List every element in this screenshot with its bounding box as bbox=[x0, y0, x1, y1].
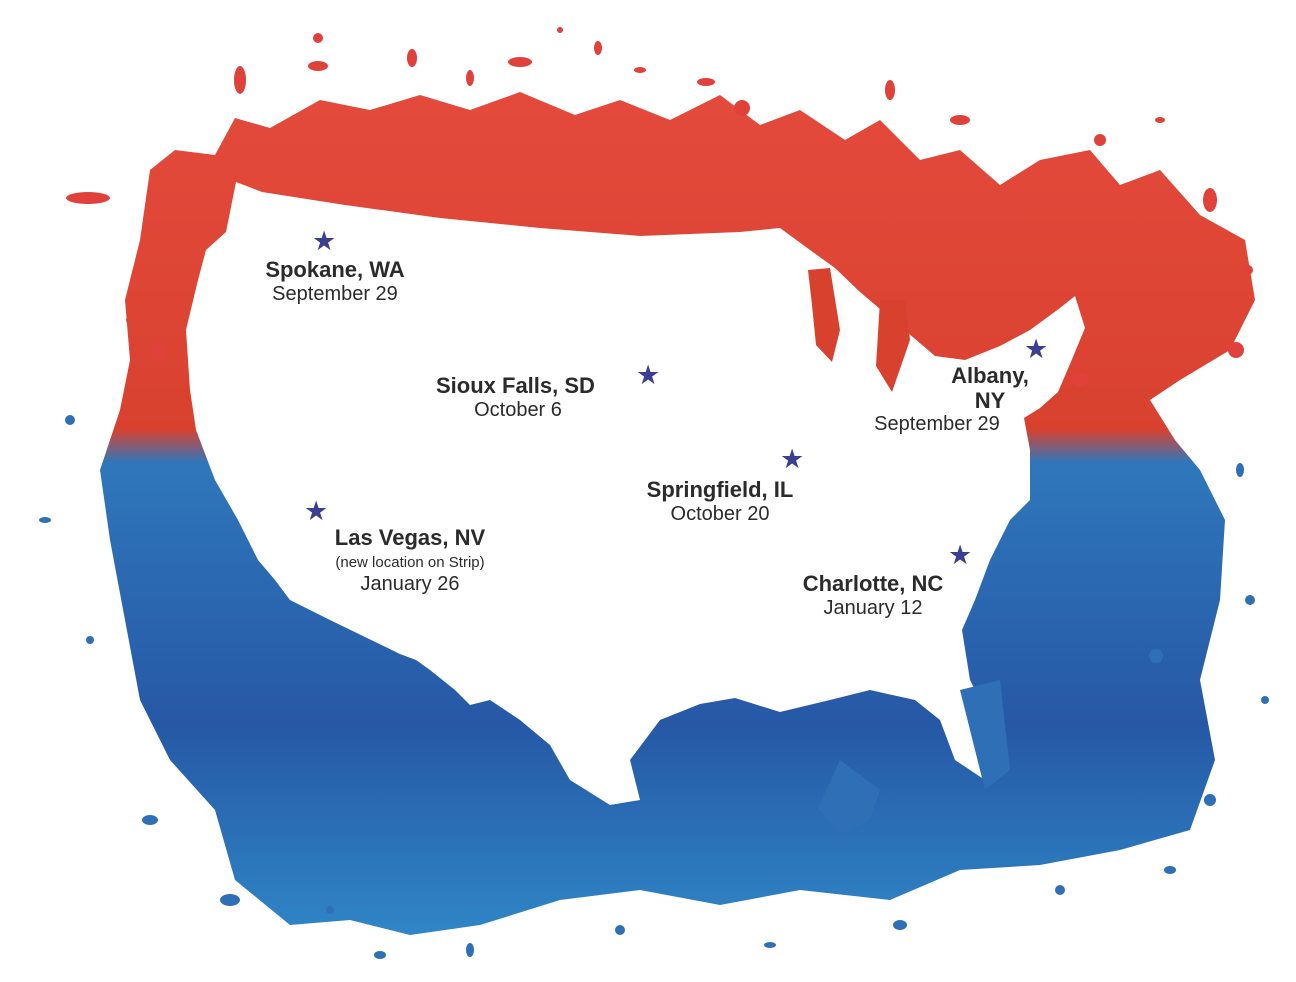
great-lakes-splash bbox=[808, 268, 910, 392]
red-splatter bbox=[66, 27, 1253, 387]
blue-splatter bbox=[39, 415, 1269, 959]
location-spokane-wa[interactable]: ★ Spokane, WA September 29 bbox=[246, 226, 424, 305]
us-silhouette bbox=[186, 182, 1085, 805]
city-label: Sioux Falls, SD bbox=[436, 373, 595, 398]
star-icon: ★ bbox=[780, 444, 805, 474]
date-label: January 26 bbox=[360, 573, 460, 596]
city-label: Springfield, IL bbox=[646, 477, 794, 502]
star-icon: ★ bbox=[312, 226, 337, 256]
star-icon: ★ bbox=[948, 540, 973, 570]
gulf-splash bbox=[818, 680, 1010, 835]
date-label: September 29 bbox=[272, 282, 398, 305]
location-las-vegas-nv[interactable]: ★ Las Vegas, NV (new location on Strip) … bbox=[300, 498, 520, 596]
city-label: Spokane, WA bbox=[265, 257, 405, 282]
location-albany-ny[interactable]: ★ Albany, NY September 29 bbox=[852, 336, 1052, 436]
city-label: Charlotte, NC bbox=[802, 571, 944, 596]
city-label: Albany, NY bbox=[951, 363, 1029, 413]
date-label: September 29 bbox=[874, 413, 1000, 436]
city-label: Las Vegas, NV bbox=[334, 525, 486, 550]
location-charlotte-nc[interactable]: ★ Charlotte, NC January 12 bbox=[778, 542, 973, 619]
date-label: January 12 bbox=[823, 596, 923, 619]
location-sioux-falls-sd[interactable]: ★ Sioux Falls, SD October 6 bbox=[430, 362, 666, 421]
location-springfield-il[interactable]: ★ Springfield, IL October 20 bbox=[622, 446, 818, 525]
star-icon: ★ bbox=[1024, 334, 1049, 364]
star-icon: ★ bbox=[636, 360, 661, 390]
date-label: October 6 bbox=[474, 398, 562, 421]
date-label: October 20 bbox=[670, 502, 770, 525]
note-label: (new location on Strip) bbox=[335, 553, 485, 571]
star-icon: ★ bbox=[304, 496, 329, 526]
